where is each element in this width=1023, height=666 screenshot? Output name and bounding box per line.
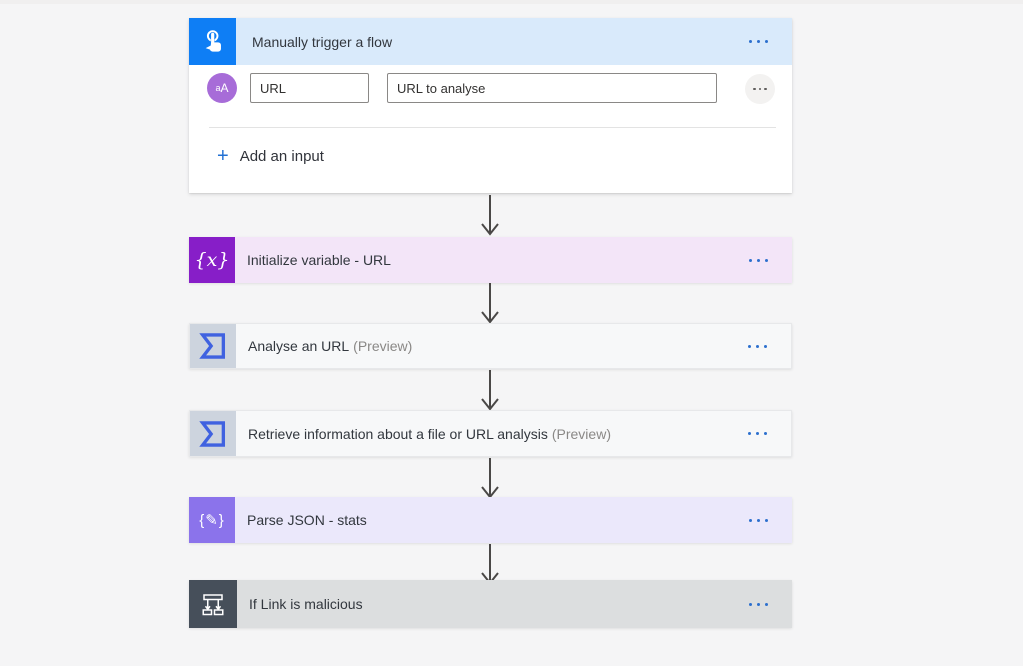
add-an-input-label: Add an input <box>239 147 324 165</box>
initialize-variable-icon: {x} <box>189 237 235 283</box>
more-options-button[interactable] <box>747 597 770 612</box>
trigger-body-divider <box>209 127 776 128</box>
flow-step-analyse-an-url[interactable]: Analyse an URL(Preview) <box>189 323 792 369</box>
flow-step-parse-json[interactable]: {✎} Parse JSON - stats <box>189 497 792 543</box>
virustotal-connector-icon <box>190 324 236 368</box>
connector-arrow <box>481 370 499 411</box>
trigger-card-manually-trigger-a-flow: Manually trigger a flow aA + Add an inpu… <box>189 18 792 193</box>
trigger-card-header[interactable]: Manually trigger a flow <box>189 18 792 65</box>
step-title: Analyse an URL(Preview) <box>248 338 413 354</box>
flow-step-condition[interactable]: If Link is malicious <box>189 580 792 628</box>
preview-badge: (Preview) <box>353 338 413 354</box>
more-options-button[interactable] <box>747 34 770 49</box>
connector-arrow <box>481 195 499 236</box>
step-title: Parse JSON - stats <box>247 512 367 528</box>
more-options-button[interactable] <box>747 253 770 268</box>
more-options-button[interactable] <box>746 426 769 441</box>
virustotal-connector-icon <box>190 411 236 456</box>
add-an-input-button[interactable]: + Add an input <box>217 146 324 166</box>
step-title: Initialize variable - URL <box>247 252 391 268</box>
step-title: Retrieve information about a file or URL… <box>248 425 611 442</box>
connector-arrow <box>481 458 499 499</box>
input-description-field[interactable] <box>387 73 717 103</box>
flow-step-initialize-variable[interactable]: {x} Initialize variable - URL <box>189 237 792 283</box>
input-name-field[interactable] <box>250 73 369 103</box>
step-title: If Link is malicious <box>249 596 363 612</box>
connector-arrow <box>481 283 499 324</box>
manual-trigger-icon <box>189 18 236 65</box>
more-options-button[interactable] <box>746 339 769 354</box>
input-row-more-options-button[interactable] <box>745 74 775 104</box>
trigger-title: Manually trigger a flow <box>252 33 393 50</box>
canvas-top-strip <box>0 0 1023 4</box>
flow-step-retrieve-information[interactable]: Retrieve information about a file or URL… <box>189 410 792 457</box>
preview-badge: (Preview) <box>551 425 611 442</box>
condition-icon <box>189 580 237 628</box>
trigger-card-body: aA + Add an input <box>189 65 792 193</box>
more-options-button[interactable] <box>747 513 770 528</box>
parse-json-icon: {✎} <box>189 497 235 543</box>
plus-icon: + <box>217 145 229 167</box>
